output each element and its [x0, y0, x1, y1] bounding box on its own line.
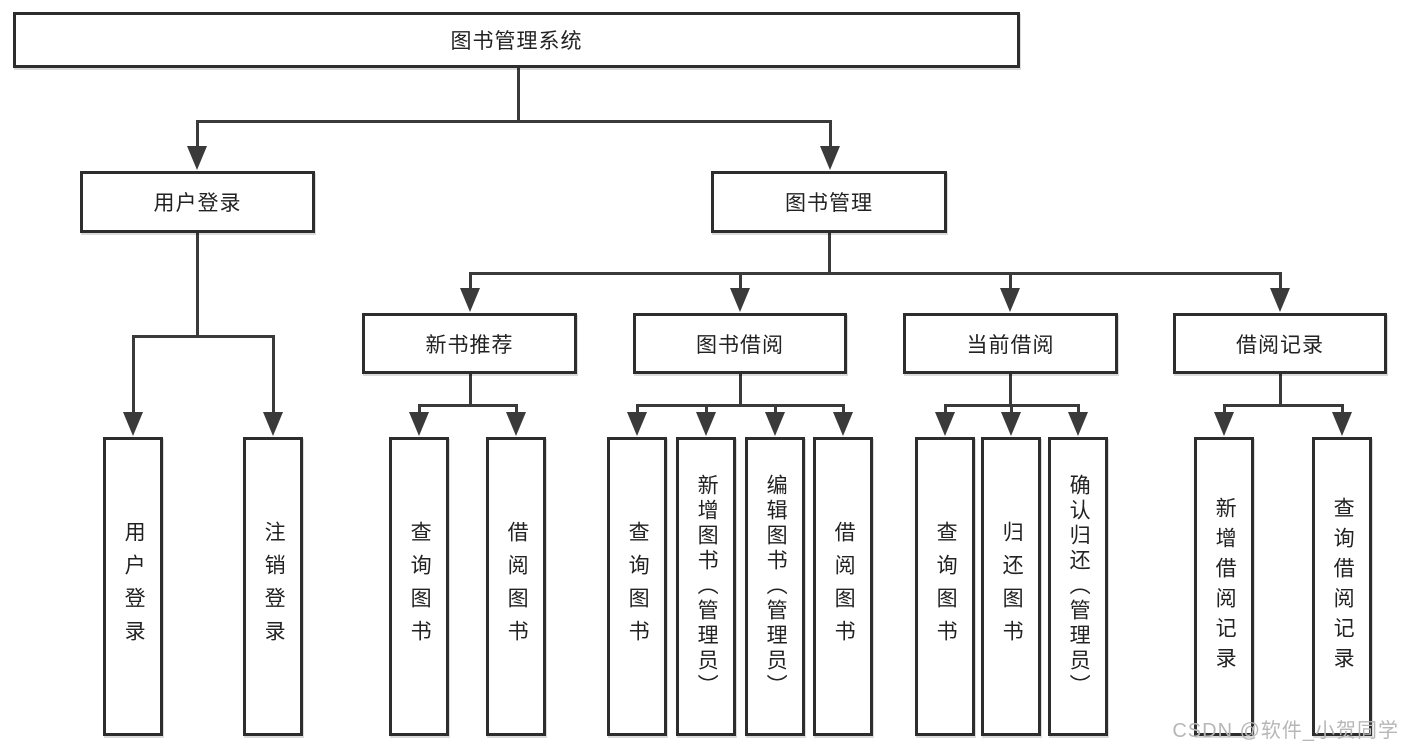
arrow-down-icon — [460, 288, 480, 312]
node-book-management-label: 图书管理 — [785, 192, 873, 215]
leaf-add-borrow-record: 新增借阅记录 — [1194, 437, 1254, 736]
arrow-down-icon — [1214, 412, 1234, 436]
leaf-query-borrow-record: 查询借阅记录 — [1312, 437, 1372, 736]
leaf-label: 查询图书 — [408, 520, 432, 653]
connector-drop — [272, 335, 275, 414]
arrow-down-icon — [935, 412, 955, 436]
csdn-watermark: CSDN @软件_小贺同学 — [1172, 720, 1399, 742]
arrow-down-icon — [263, 412, 283, 436]
leaf-query-books-recommend: 查询图书 — [389, 437, 449, 736]
arrow-down-icon — [123, 412, 143, 436]
arrow-down-icon — [1270, 288, 1290, 312]
node-new-book-recommend-label: 新书推荐 — [425, 333, 514, 357]
connector-drop — [515, 404, 518, 415]
leaf-label: 新增图书（管理员） — [695, 474, 719, 699]
connector-stem — [1009, 371, 1012, 407]
connector-drop — [739, 272, 742, 291]
leaf-edit-books-admin: 编辑图书（管理员） — [745, 437, 805, 736]
node-user-login-label: 用户登录 — [153, 192, 242, 215]
node-current-borrow-label: 当前借阅 — [966, 333, 1055, 357]
leaf-label: 注销登录 — [262, 520, 286, 653]
node-current-borrow: 当前借阅 — [903, 313, 1118, 374]
connector-drop — [1009, 272, 1012, 291]
connector-hbar — [636, 404, 845, 407]
leaf-borrow-books: 借阅图书 — [813, 437, 873, 736]
connector-bookmgmt-hbar — [469, 272, 1282, 275]
connector-drop — [1223, 404, 1226, 415]
leaf-label: 查询图书 — [934, 520, 958, 653]
arrow-down-icon — [1001, 412, 1021, 436]
arrow-down-icon — [820, 146, 840, 170]
leaf-label: 借阅图书 — [832, 520, 856, 653]
connector-hbar — [1223, 404, 1344, 407]
connector-drop — [1010, 404, 1013, 415]
connector-drop — [842, 404, 845, 415]
leaf-label: 查询图书 — [626, 520, 650, 653]
connector-drop-book-mgmt — [829, 120, 832, 148]
connector-root-hbar — [196, 120, 832, 123]
connector-stem — [1279, 371, 1282, 407]
node-root: 图书管理系统 — [13, 12, 1020, 68]
connector-drop — [705, 404, 708, 415]
leaf-add-books-admin: 新增图书（管理员） — [676, 437, 736, 736]
connector-drop — [944, 404, 947, 415]
arrow-down-icon — [627, 412, 647, 436]
arrow-down-icon — [506, 412, 526, 436]
node-root-label: 图书管理系统 — [450, 30, 583, 53]
connector-userlogin-hbar — [132, 335, 275, 338]
node-user-login: 用户登录 — [80, 171, 315, 233]
connector-drop — [418, 404, 421, 415]
leaf-query-books-borrow: 查询图书 — [607, 437, 667, 736]
connector-drop — [1279, 272, 1282, 291]
arrow-down-icon — [1068, 412, 1088, 436]
connector-userlogin-stem — [196, 230, 199, 337]
arrow-down-icon — [187, 146, 207, 170]
connector-stem — [739, 371, 742, 407]
leaf-label: 编辑图书（管理员） — [764, 474, 788, 699]
leaf-label: 归还图书 — [1000, 520, 1024, 653]
connector-drop — [774, 404, 777, 415]
leaf-label: 用户登录 — [122, 520, 146, 653]
leaf-logout-login: 注销登录 — [243, 437, 303, 736]
connector-drop — [1077, 404, 1080, 415]
leaf-confirm-return-admin: 确认归还（管理员） — [1048, 437, 1108, 736]
arrow-down-icon — [409, 412, 429, 436]
node-borrow-records-label: 借阅记录 — [1236, 333, 1324, 357]
arrow-down-icon — [833, 412, 853, 436]
arrow-down-icon — [730, 288, 750, 312]
node-book-borrow-label: 图书借阅 — [696, 333, 784, 357]
arrow-down-icon — [696, 412, 716, 436]
connector-bookmgmt-stem — [828, 230, 831, 275]
node-new-book-recommend: 新书推荐 — [362, 313, 577, 374]
connector-stem — [469, 371, 472, 407]
connector-drop — [132, 335, 135, 414]
connector-drop-user-login — [196, 120, 199, 148]
node-borrow-records: 借阅记录 — [1173, 313, 1387, 374]
node-book-management: 图书管理 — [711, 171, 947, 233]
arrow-down-icon — [1000, 288, 1020, 312]
arrow-down-icon — [765, 412, 785, 436]
leaf-label: 新增借阅记录 — [1213, 496, 1237, 677]
node-book-borrow: 图书借阅 — [633, 313, 847, 374]
connector-root-stem — [517, 66, 520, 122]
connector-drop — [1341, 404, 1344, 415]
connector-drop — [469, 272, 472, 291]
connector-hbar — [418, 404, 518, 407]
leaf-query-books-current: 查询图书 — [915, 437, 975, 736]
connector-drop — [636, 404, 639, 415]
leaf-label: 确认归还（管理员） — [1067, 474, 1091, 699]
leaf-user-login: 用户登录 — [103, 437, 163, 736]
leaf-label: 借阅图书 — [505, 520, 529, 653]
leaf-borrow-books-recommend: 借阅图书 — [486, 437, 546, 736]
leaf-return-books: 归还图书 — [981, 437, 1041, 736]
arrow-down-icon — [1332, 412, 1352, 436]
leaf-label: 查询借阅记录 — [1331, 496, 1355, 677]
